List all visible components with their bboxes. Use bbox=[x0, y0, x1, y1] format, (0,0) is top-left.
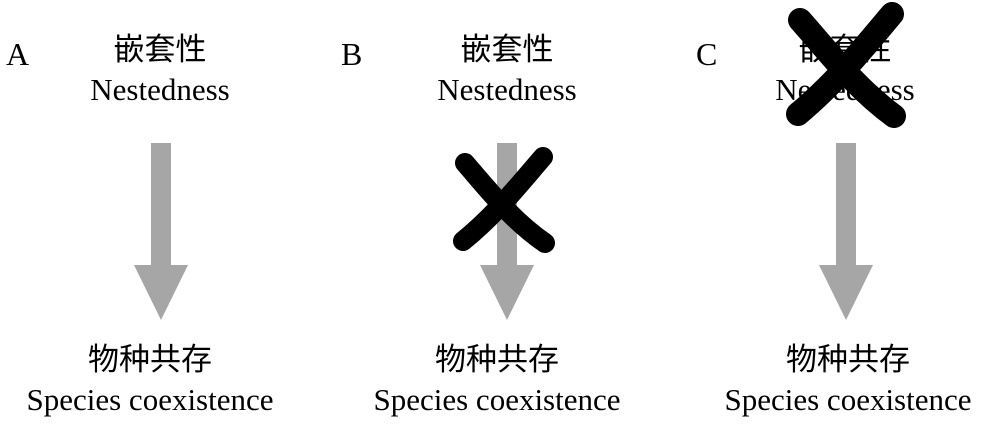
species-coexistence-node: 物种共存 Species coexistence bbox=[724, 340, 971, 420]
panel-label: A bbox=[6, 36, 30, 72]
species-coexistence-label-en: Species coexistence bbox=[26, 382, 274, 417]
nestedness-node: 嵌套性 Nestedness bbox=[90, 30, 229, 110]
arrow-head bbox=[819, 265, 873, 320]
panel-b: B 嵌套性 Nestedness 物种共存 Species coexistenc… bbox=[333, 0, 666, 428]
species-coexistence-label-en: Species coexistence bbox=[724, 382, 972, 417]
arrow-shaft bbox=[151, 143, 171, 265]
panel-a: A 嵌套性 Nestedness 物种共存 Species coexistenc… bbox=[0, 0, 333, 428]
cross-mark-icon bbox=[453, 147, 555, 253]
species-coexistence-label-cn: 物种共存 bbox=[88, 342, 212, 378]
nestedness-label-en: Nestedness bbox=[90, 72, 230, 107]
species-coexistence-label-en: Species coexistence bbox=[373, 382, 621, 417]
species-coexistence-node: 物种共存 Species coexistence bbox=[26, 340, 273, 420]
cross-mark-icon bbox=[786, 2, 906, 128]
arrow-head bbox=[480, 265, 534, 320]
species-coexistence-node: 物种共存 Species coexistence bbox=[373, 340, 620, 420]
panel-label: B bbox=[341, 36, 363, 72]
causal-arrow bbox=[819, 143, 873, 320]
panel-c: C 嵌套性 Nestedness 物种共存 Species coexistenc… bbox=[666, 0, 999, 428]
species-coexistence-label-cn: 物种共存 bbox=[786, 342, 910, 378]
arrow-shaft bbox=[836, 143, 856, 265]
causal-arrow bbox=[134, 143, 188, 320]
nestedness-label-cn: 嵌套性 bbox=[113, 32, 207, 68]
nestedness-label-en: Nestedness bbox=[437, 72, 577, 107]
panel-label: C bbox=[696, 36, 718, 72]
nestedness-label-cn: 嵌套性 bbox=[460, 32, 554, 68]
species-coexistence-label-cn: 物种共存 bbox=[435, 342, 559, 378]
arrow-head bbox=[134, 265, 188, 320]
nestedness-node: 嵌套性 Nestedness bbox=[437, 30, 576, 110]
